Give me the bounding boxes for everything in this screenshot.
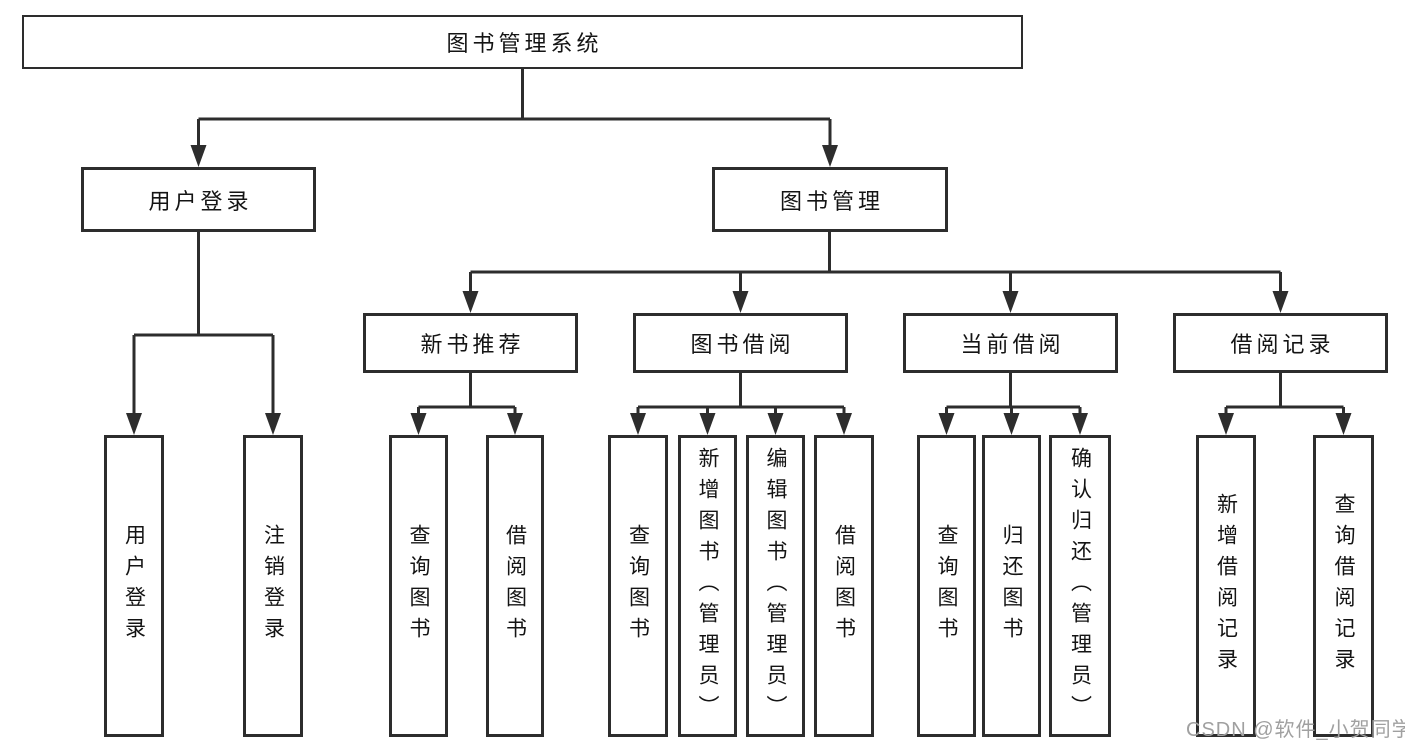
node-current-borrowing: 当前借阅: [903, 313, 1118, 373]
node-label: 当前借阅: [960, 332, 1065, 357]
node-label: 新书推荐: [420, 332, 525, 357]
node-label: 确认归还（管理员）: [1068, 446, 1092, 726]
node-label: 归还图书: [1000, 524, 1024, 648]
leaf-add-book-admin: 新增图书（管理员）: [678, 435, 737, 737]
node-label: 新增图书（管理员）: [696, 446, 720, 726]
leaf-query-borrow-record: 查询借阅记录: [1313, 435, 1374, 737]
leaf-return-books: 归还图书: [982, 435, 1041, 737]
node-label: 查询图书: [407, 524, 431, 648]
node-label: 用户登录: [148, 188, 253, 214]
leaf-borrow-books: 借阅图书: [814, 435, 874, 737]
node-label: 图书管理: [779, 188, 884, 214]
node-label: 借阅图书: [503, 524, 527, 648]
node-borrowing-records: 借阅记录: [1173, 313, 1388, 373]
node-label: 查询图书: [626, 524, 650, 648]
node-book-borrowing: 图书借阅: [633, 313, 848, 373]
node-label: 借阅图书: [832, 524, 856, 648]
leaf-borrow-books-recommend: 借阅图书: [486, 435, 544, 737]
leaf-logout: 注销登录: [243, 435, 303, 737]
node-label: 图书管理系统: [446, 31, 603, 56]
leaf-query-books-current: 查询图书: [917, 435, 976, 737]
leaf-add-borrow-record: 新增借阅记录: [1196, 435, 1256, 737]
csdn-watermark: CSDN @软件_小贺同学: [1186, 719, 1405, 741]
leaf-query-books-borrow: 查询图书: [608, 435, 668, 737]
node-label: 注销登录: [261, 524, 285, 648]
leaf-confirm-return-admin: 确认归还（管理员）: [1049, 435, 1111, 737]
leaf-user-login: 用户登录: [104, 435, 164, 737]
node-label: 新增借阅记录: [1214, 493, 1238, 679]
node-new-book-recommendation: 新书推荐: [363, 313, 578, 373]
node-label: 用户登录: [122, 524, 146, 648]
leaf-edit-book-admin: 编辑图书（管理员）: [746, 435, 805, 737]
node-label: 查询借阅记录: [1332, 493, 1356, 679]
node-label: 查询图书: [935, 524, 959, 648]
node-book-management: 图书管理: [712, 167, 948, 232]
node-label: 编辑图书（管理员）: [764, 446, 788, 726]
node-library-management-system: 图书管理系统: [22, 15, 1023, 69]
node-label: 图书借阅: [690, 332, 795, 357]
leaf-query-books-recommend: 查询图书: [389, 435, 448, 737]
node-label: 借阅记录: [1230, 332, 1335, 357]
node-user-login: 用户登录: [81, 167, 316, 232]
